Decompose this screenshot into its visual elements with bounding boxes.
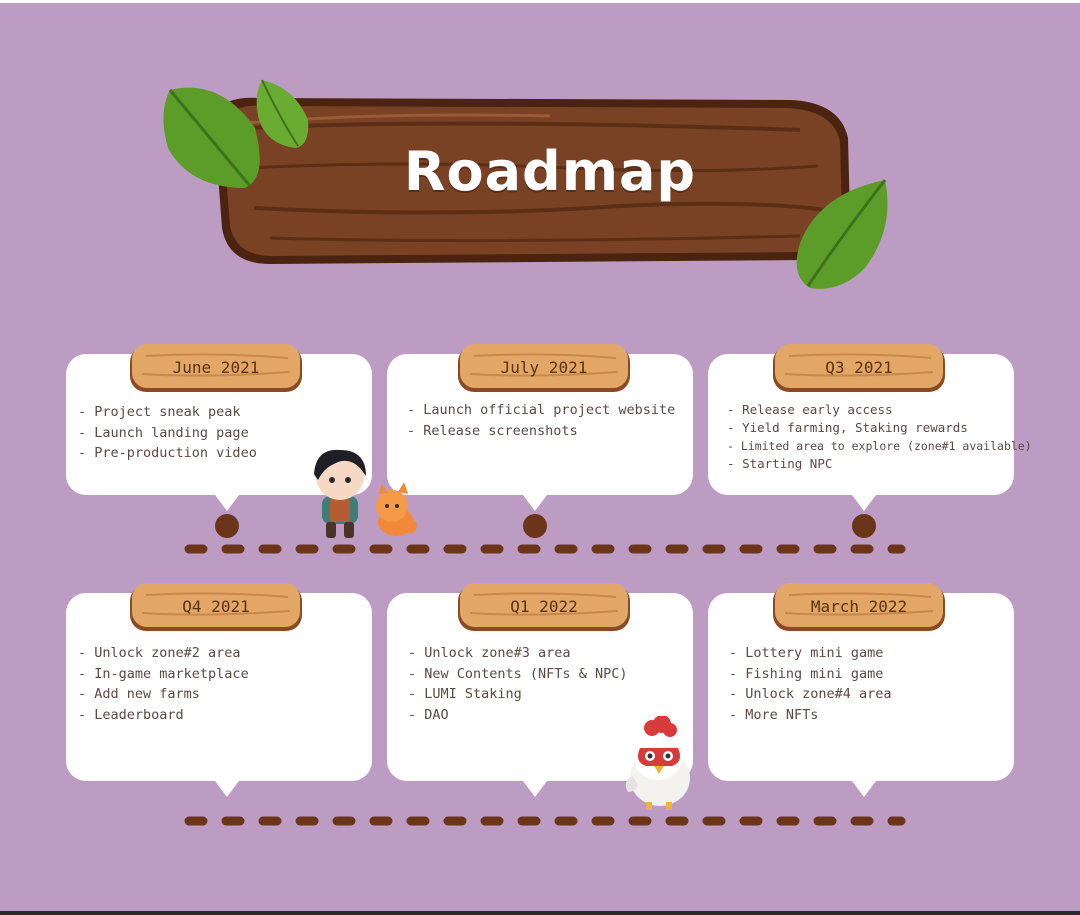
- card-tail: [215, 495, 239, 511]
- bottom-border: [0, 911, 1080, 915]
- list-item: Launch official project website: [407, 400, 675, 421]
- list-item: New Contents (NFTs & NPC): [408, 664, 627, 685]
- top-border: [0, 0, 1080, 3]
- wood-plank: [458, 583, 630, 631]
- milestone-items: Lottery mini game Fishing mini game Unlo…: [729, 643, 892, 726]
- list-item: Fishing mini game: [729, 664, 892, 685]
- list-item: Unlock zone#3 area: [408, 643, 627, 664]
- card-tail: [852, 781, 876, 797]
- timeline-dot: [215, 514, 239, 538]
- list-item: Pre-production video: [78, 443, 257, 464]
- milestone-items: Project sneak peak Launch landing page P…: [78, 402, 257, 464]
- milestone-period: June 2021: [172, 358, 260, 377]
- list-item: Release early access: [727, 401, 1032, 419]
- page-title: Roadmap: [403, 140, 697, 203]
- timeline-dashed-line: [184, 544, 906, 554]
- list-item: DAO: [408, 705, 627, 726]
- list-item: Unlock zone#4 area: [729, 684, 891, 705]
- milestone-period: Q3 2021: [825, 358, 893, 377]
- card-tail: [523, 781, 547, 797]
- milestone-period: Q1 2022: [510, 597, 578, 616]
- list-item: Yield farming, Staking rewards: [727, 419, 1032, 437]
- list-item: Limited area to explore (zone#1 availabl…: [727, 437, 1032, 455]
- milestone-items: Unlock zone#2 area In-game marketplace A…: [78, 643, 249, 726]
- title-wood-sign: [163, 79, 888, 289]
- list-item: More NFTs: [729, 705, 892, 726]
- chicken-character: [625, 716, 690, 810]
- timeline-dot: [852, 514, 876, 538]
- timeline-dot: [523, 514, 547, 538]
- wood-plank: [773, 583, 945, 631]
- milestone-period: July 2021: [500, 358, 588, 377]
- timeline-dashed-line: [184, 816, 906, 826]
- list-item: Release screenshots: [407, 421, 675, 442]
- milestone-items: Unlock zone#3 area New Contents (NFTs & …: [408, 643, 627, 725]
- list-item: In-game marketplace: [78, 664, 248, 685]
- wood-plank: [773, 344, 945, 392]
- card-tail: [523, 495, 547, 511]
- list-item: Project sneak peak: [78, 402, 257, 423]
- hero-character-with-cat: [314, 449, 417, 538]
- milestone-period: Q4 2021: [182, 597, 250, 616]
- list-item: Lottery mini game: [729, 643, 892, 664]
- list-item: Add new farms: [78, 684, 249, 705]
- list-item: LUMI Staking: [408, 684, 627, 705]
- card-tail: [215, 781, 239, 797]
- milestone-items: Launch official project website Release …: [407, 400, 675, 441]
- milestone-items: Release early access Yield farming, Stak…: [727, 401, 1032, 473]
- milestone-period: March 2022: [810, 597, 908, 616]
- wood-plank: [130, 583, 302, 631]
- wood-plank: [130, 344, 302, 392]
- card-tail: [852, 495, 876, 511]
- wood-plank: [458, 344, 630, 392]
- list-item: Launch landing page: [78, 423, 257, 444]
- list-item: Leaderboard: [78, 705, 249, 726]
- list-item: Starting NPC: [727, 455, 1032, 473]
- list-item: Unlock zone#2 area: [78, 643, 249, 664]
